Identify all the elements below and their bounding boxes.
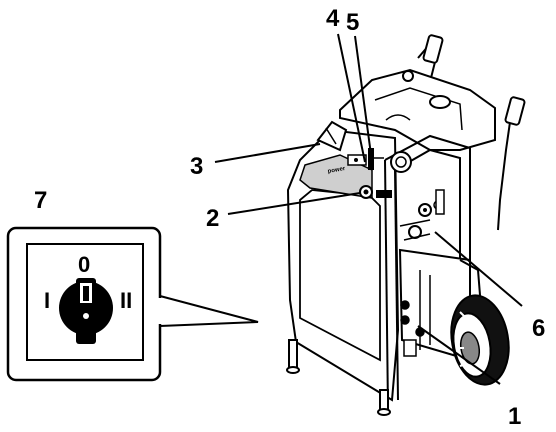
top-housing [339, 68, 496, 151]
callout-2: 2 [206, 205, 219, 232]
wheel [450, 294, 510, 386]
callout-numbers: 1 2 3 4 5 6 7 [34, 5, 545, 430]
main-switch-knob [359, 185, 392, 199]
panel-brand: power [327, 166, 346, 175]
callout-4: 4 [326, 5, 340, 32]
side-connectors [399, 189, 445, 241]
callout-3: 3 [190, 153, 203, 180]
legs [286, 339, 391, 416]
machine-illustration: power [286, 34, 526, 416]
rear-handle [417, 34, 526, 231]
side-bracket [316, 120, 348, 152]
callout-7: 7 [34, 187, 47, 214]
switch-label-one: I [44, 288, 50, 313]
callout-5: 5 [346, 9, 359, 36]
leader-lines [214, 33, 523, 385]
selector-switch-detail: 0 I II [6, 226, 259, 382]
switch-label-two: II [120, 288, 132, 313]
callout-6: 6 [532, 315, 545, 342]
callout-1: 1 [508, 403, 521, 430]
lower-sockets [400, 300, 425, 337]
rotary-knob [59, 278, 113, 344]
switch-label-off: 0 [78, 252, 90, 277]
main-body: power [286, 128, 400, 402]
